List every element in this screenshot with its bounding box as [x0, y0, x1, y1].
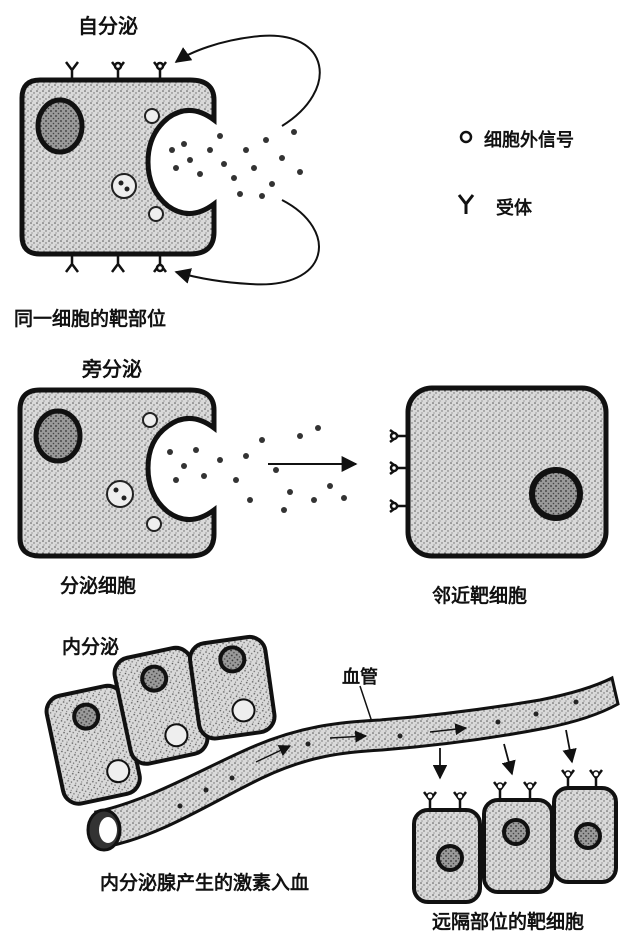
- paracrine-panel: [20, 388, 606, 556]
- signal-dot-icon: [461, 132, 471, 142]
- target-nucleus: [532, 470, 580, 518]
- paracrine-nucleus: [36, 411, 80, 461]
- blood-vessel-label: 血管: [342, 663, 378, 689]
- distant-target-cell: [414, 792, 480, 902]
- paracrine-signals: [167, 425, 347, 513]
- receptor-icon: [66, 62, 166, 80]
- receptor-icon: [459, 195, 473, 214]
- autocrine-vesicle: [112, 174, 136, 198]
- gland-cell: [188, 635, 277, 741]
- paracrine-vesicle: [143, 413, 157, 427]
- distant-target-cell: [554, 770, 616, 882]
- paracrine-vesicle: [147, 517, 161, 531]
- legend-signal-label: 细胞外信号: [484, 126, 574, 152]
- autocrine-vesicle: [149, 207, 163, 221]
- legend-receptor-label: 受体: [496, 194, 532, 220]
- adjacent-target-cell: [408, 388, 606, 556]
- paracrine-title: 旁分泌: [82, 353, 142, 382]
- autocrine-vesicle: [145, 109, 159, 123]
- same-cell-target-label: 同一细胞的靶部位: [14, 304, 166, 331]
- receptor-icon: [66, 254, 166, 272]
- gland-hormone-label: 内分泌腺产生的激素入血: [100, 868, 309, 895]
- receptor-icon: [390, 430, 408, 512]
- endocrine-title: 内分泌: [62, 632, 119, 659]
- distant-target-label: 远隔部位的靶细胞: [432, 907, 584, 934]
- autocrine-title: 自分泌: [78, 10, 138, 39]
- endocrine-panel: [44, 635, 618, 902]
- vessel-label-pointer: [360, 686, 372, 722]
- adjacent-target-label: 邻近靶细胞: [432, 581, 527, 608]
- autocrine-signals: [169, 129, 303, 199]
- autocrine-panel: [22, 36, 320, 285]
- legend: [459, 132, 473, 214]
- paracrine-vesicle: [107, 481, 133, 507]
- distant-target-cell: [484, 782, 552, 892]
- secretory-cell-label: 分泌细胞: [60, 571, 136, 598]
- autocrine-nucleus: [38, 100, 82, 152]
